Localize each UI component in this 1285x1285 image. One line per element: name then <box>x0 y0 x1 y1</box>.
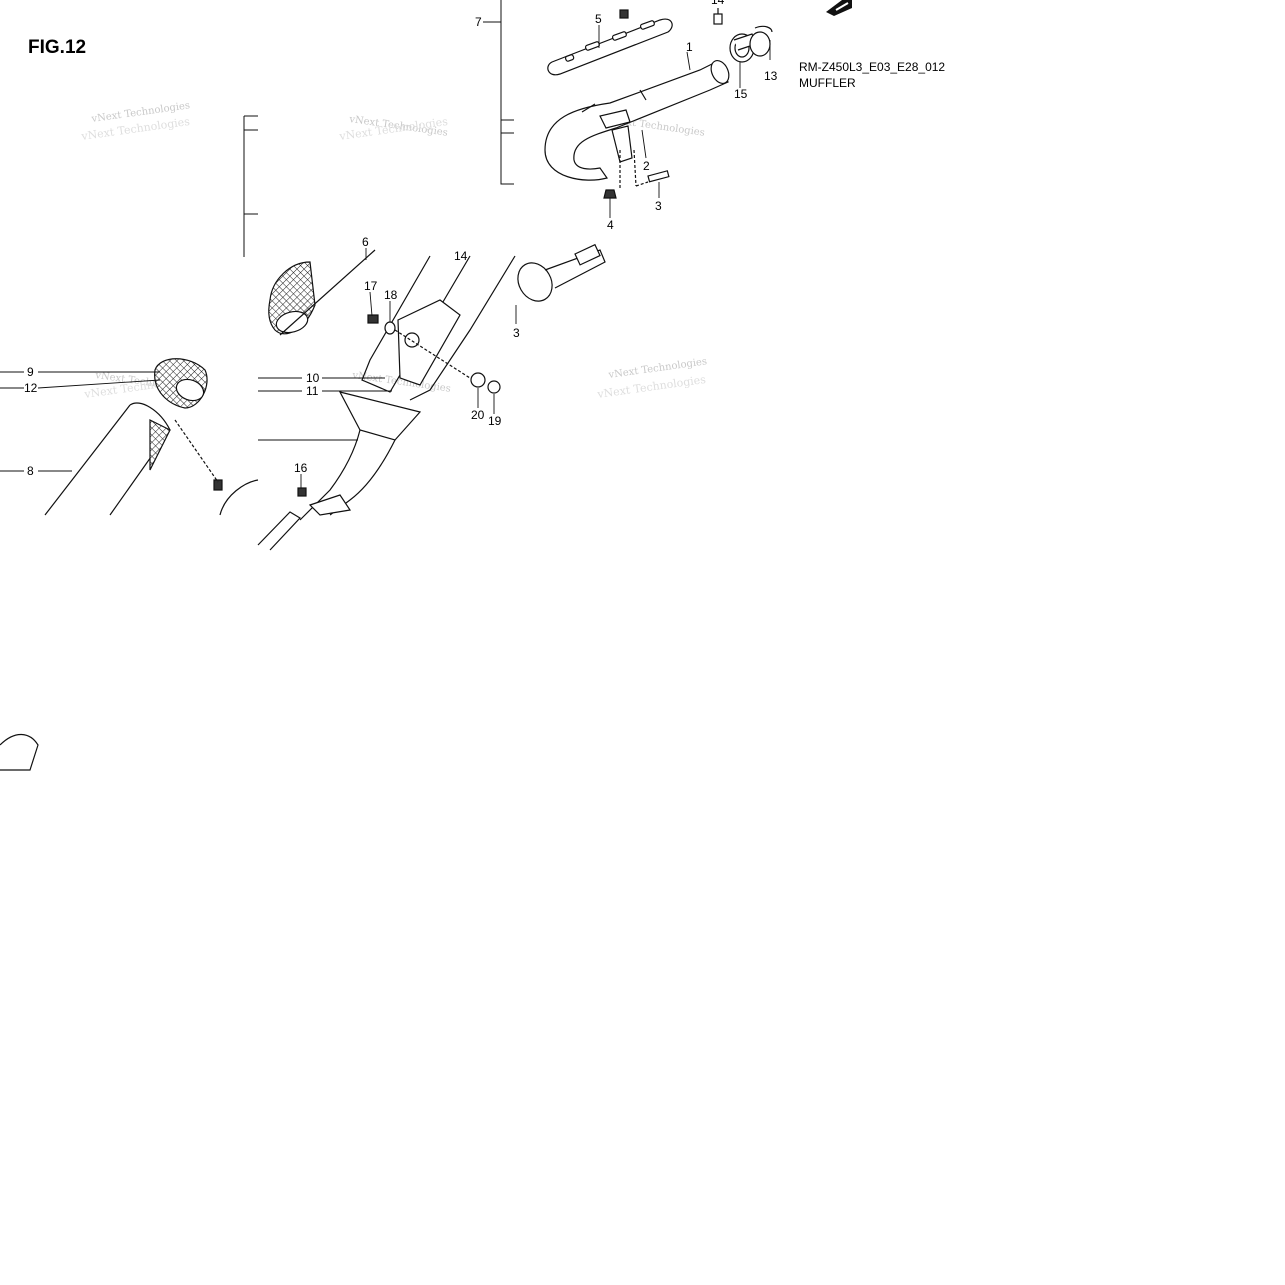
callout-3: 3 <box>513 326 520 340</box>
front-arrow-icon <box>826 0 852 16</box>
callout-9: 9 <box>27 365 34 379</box>
mounting-hardware <box>297 314 501 497</box>
callout-11: 11 <box>306 384 319 398</box>
callout-2: 2 <box>643 159 650 173</box>
callout-1: 1 <box>686 40 693 54</box>
figure-title: FIG.12 <box>28 37 87 58</box>
callout-16: 16 <box>294 461 308 475</box>
leader-lines <box>0 21 771 488</box>
callout-13: 13 <box>764 69 778 83</box>
callout-12: 12 <box>24 381 38 395</box>
callout-15: 15 <box>734 87 748 101</box>
callout-3: 3 <box>655 199 662 213</box>
callout-10: 10 <box>306 371 320 385</box>
callout-7: 7 <box>475 15 482 29</box>
watermark-group: vNext Technologies vNext Technologies vN… <box>80 100 708 401</box>
callout-14: 14 <box>454 249 468 263</box>
callout-bracket <box>243 0 514 257</box>
model-code: RM-Z450L3_E03_E28_012 <box>799 60 946 74</box>
heat-shield <box>547 18 673 76</box>
callout-18: 18 <box>384 288 398 302</box>
callout-8: 8 <box>27 464 34 478</box>
callout-5: 5 <box>595 12 602 26</box>
callout-labels: 1 2 3 3 4 5 6 7 8 9 10 11 12 13 14 14 15… <box>24 0 778 478</box>
callout-19: 19 <box>488 414 502 428</box>
callout-17: 17 <box>364 279 378 293</box>
bolt <box>619 8 723 25</box>
callout-6: 6 <box>362 235 369 249</box>
callout-20: 20 <box>471 408 485 422</box>
stud-bolt <box>603 149 670 199</box>
exhaust-clamp <box>729 25 773 63</box>
diagram-caption: RM-Z450L3_E03_E28_012 MUFFLER <box>799 59 945 91</box>
callout-14: 14 <box>711 0 725 7</box>
muffler-assembly <box>257 243 606 551</box>
section-name: MUFFLER <box>799 76 856 90</box>
callout-4: 4 <box>607 218 614 232</box>
silencer <box>0 358 259 771</box>
exhaust-pipe <box>544 60 730 181</box>
